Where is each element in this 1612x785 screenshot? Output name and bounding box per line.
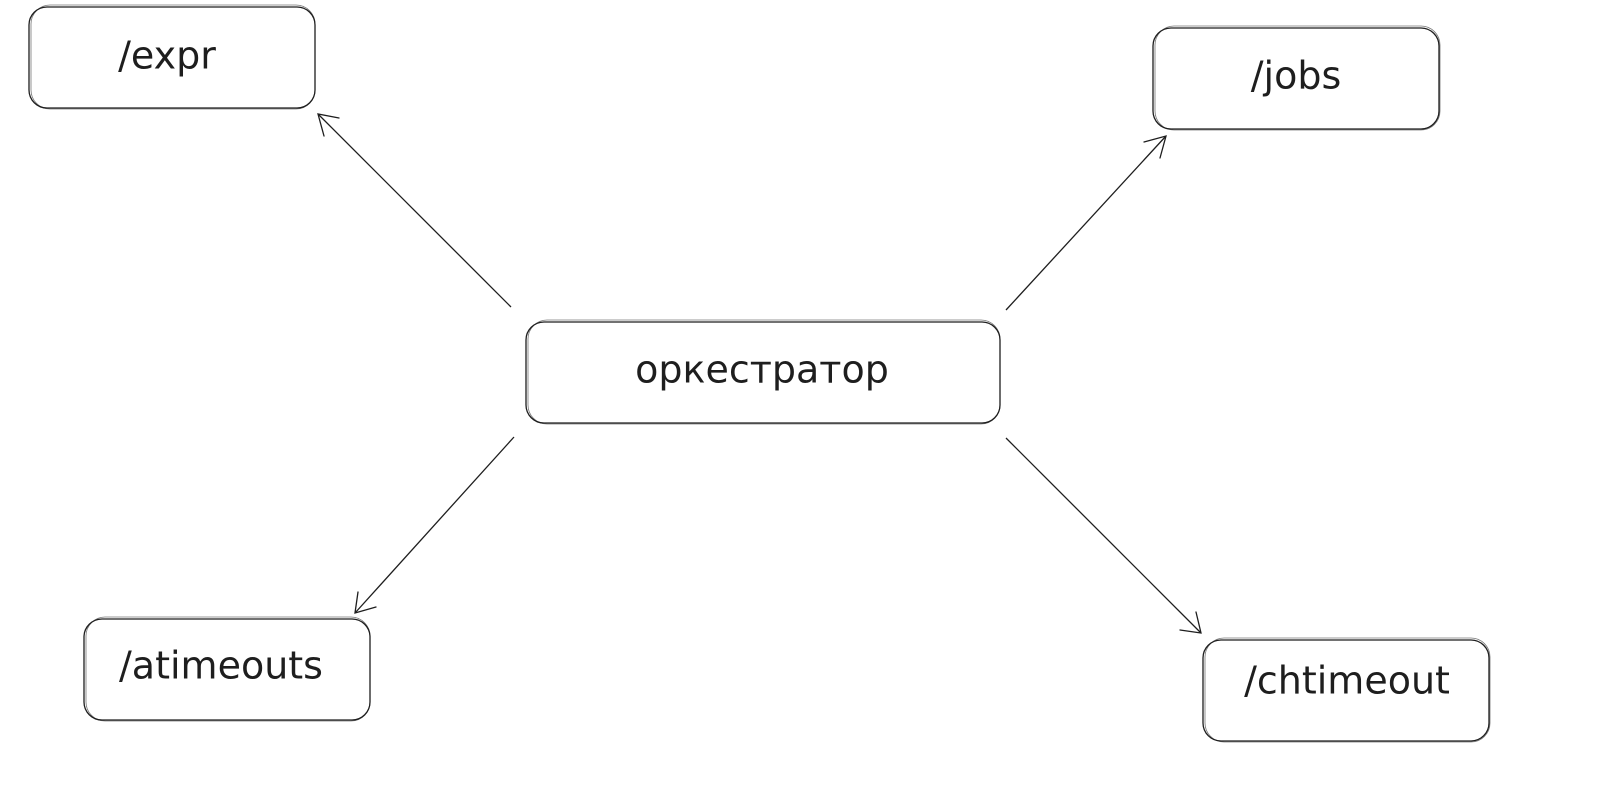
node-center-label: оркестратор <box>635 348 889 392</box>
edge-center-to-chtimeout <box>1005 437 1202 634</box>
node-jobs[interactable]: /jobs <box>1152 25 1441 131</box>
node-chtimeout[interactable]: /chtimeout <box>1202 637 1491 743</box>
edge-center-to-atimeouts <box>354 436 515 614</box>
node-atimeouts-label: /atimeouts <box>119 644 323 688</box>
node-expr-label: /expr <box>118 34 216 78</box>
node-center[interactable]: оркестратор <box>525 319 1001 425</box>
node-atimeouts[interactable]: /atimeouts <box>83 616 371 722</box>
node-expr[interactable]: /expr <box>28 4 316 110</box>
node-chtimeout-label: /chtimeout <box>1244 659 1450 703</box>
node-jobs-label: /jobs <box>1251 54 1342 98</box>
edge-center-to-jobs <box>1005 135 1167 311</box>
edge-center-to-expr <box>317 113 512 308</box>
